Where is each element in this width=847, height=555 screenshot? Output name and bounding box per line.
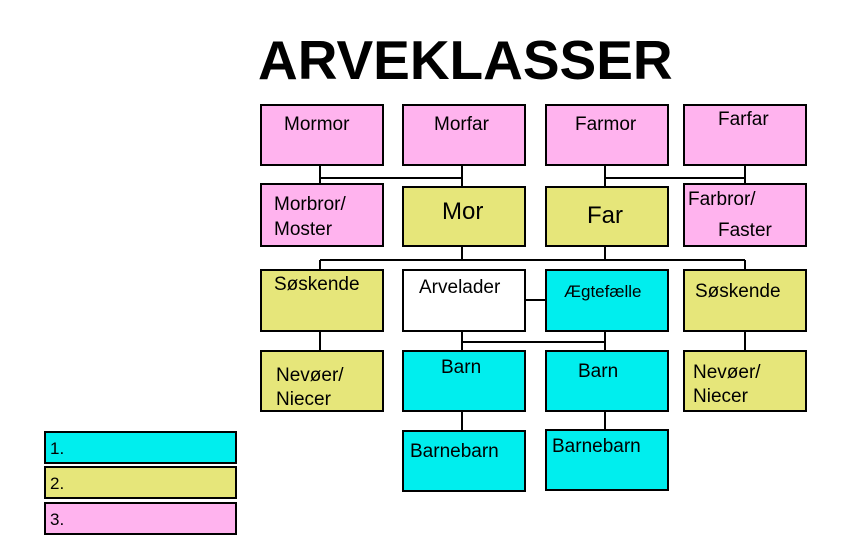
node-label-line2: Niecer: [693, 386, 748, 407]
node-mor: Mor: [402, 186, 526, 247]
node-aegtefaelle: Ægtefælle: [545, 269, 669, 332]
node-label-line2: Niecer: [276, 389, 331, 410]
page-title: ARVEKLASSER: [258, 29, 673, 91]
node-label: Arvelader: [419, 277, 501, 298]
node-label-line1: Morbror/: [274, 194, 346, 215]
node-label: Morfar: [434, 114, 489, 135]
node-arvelader: Arvelader: [402, 269, 526, 332]
node-farfar: Farfar: [683, 104, 807, 166]
node-barnebarn-left: Barnebarn: [402, 430, 526, 492]
node-nevoer-left: Nevøer/ Niecer: [260, 350, 384, 412]
node-nevoer-right: Nevøer/ Niecer: [683, 350, 807, 412]
legend-label: 3.: [50, 510, 65, 529]
node-label: Barnebarn: [552, 436, 641, 457]
node-morbror-moster: Morbror/ Moster: [260, 183, 384, 247]
node-label: Far: [587, 202, 623, 229]
legend-class-3: 3.: [44, 502, 237, 535]
legend-label: 1.: [50, 439, 65, 458]
node-label-line1: Farbror/: [688, 189, 756, 210]
node-label: Farfar: [718, 109, 769, 130]
node-label-line1: Nevøer/: [276, 365, 344, 386]
node-mormor: Mormor: [260, 104, 384, 166]
node-far: Far: [545, 186, 669, 247]
node-soskende-left: Søskende: [260, 269, 384, 332]
node-label: Farmor: [575, 114, 637, 135]
node-label: Barn: [441, 357, 482, 378]
node-barn-left: Barn: [402, 350, 526, 412]
node-label: Ægtefælle: [564, 282, 642, 301]
node-barn-right: Barn: [545, 350, 669, 412]
node-label: Barn: [578, 361, 619, 382]
node-farbror-faster: Farbror/ Faster: [683, 183, 807, 247]
node-label: Søskende: [695, 281, 781, 302]
legend-label: 2.: [50, 474, 65, 493]
node-label: Barnebarn: [410, 441, 499, 462]
node-farmor: Farmor: [545, 104, 669, 166]
node-label-line2: Faster: [718, 220, 772, 241]
legend-class-1: 1.: [44, 431, 237, 464]
node-soskende-right: Søskende: [683, 269, 807, 332]
node-label: Mormor: [284, 114, 350, 135]
legend-class-2: 2.: [44, 466, 237, 499]
node-barnebarn-right: Barnebarn: [545, 429, 669, 491]
node-label-line2: Moster: [274, 219, 333, 240]
node-label-line1: Nevøer/: [693, 362, 761, 383]
node-label: Mor: [442, 198, 484, 225]
node-label: Søskende: [274, 274, 360, 295]
node-morfar: Morfar: [402, 104, 526, 166]
